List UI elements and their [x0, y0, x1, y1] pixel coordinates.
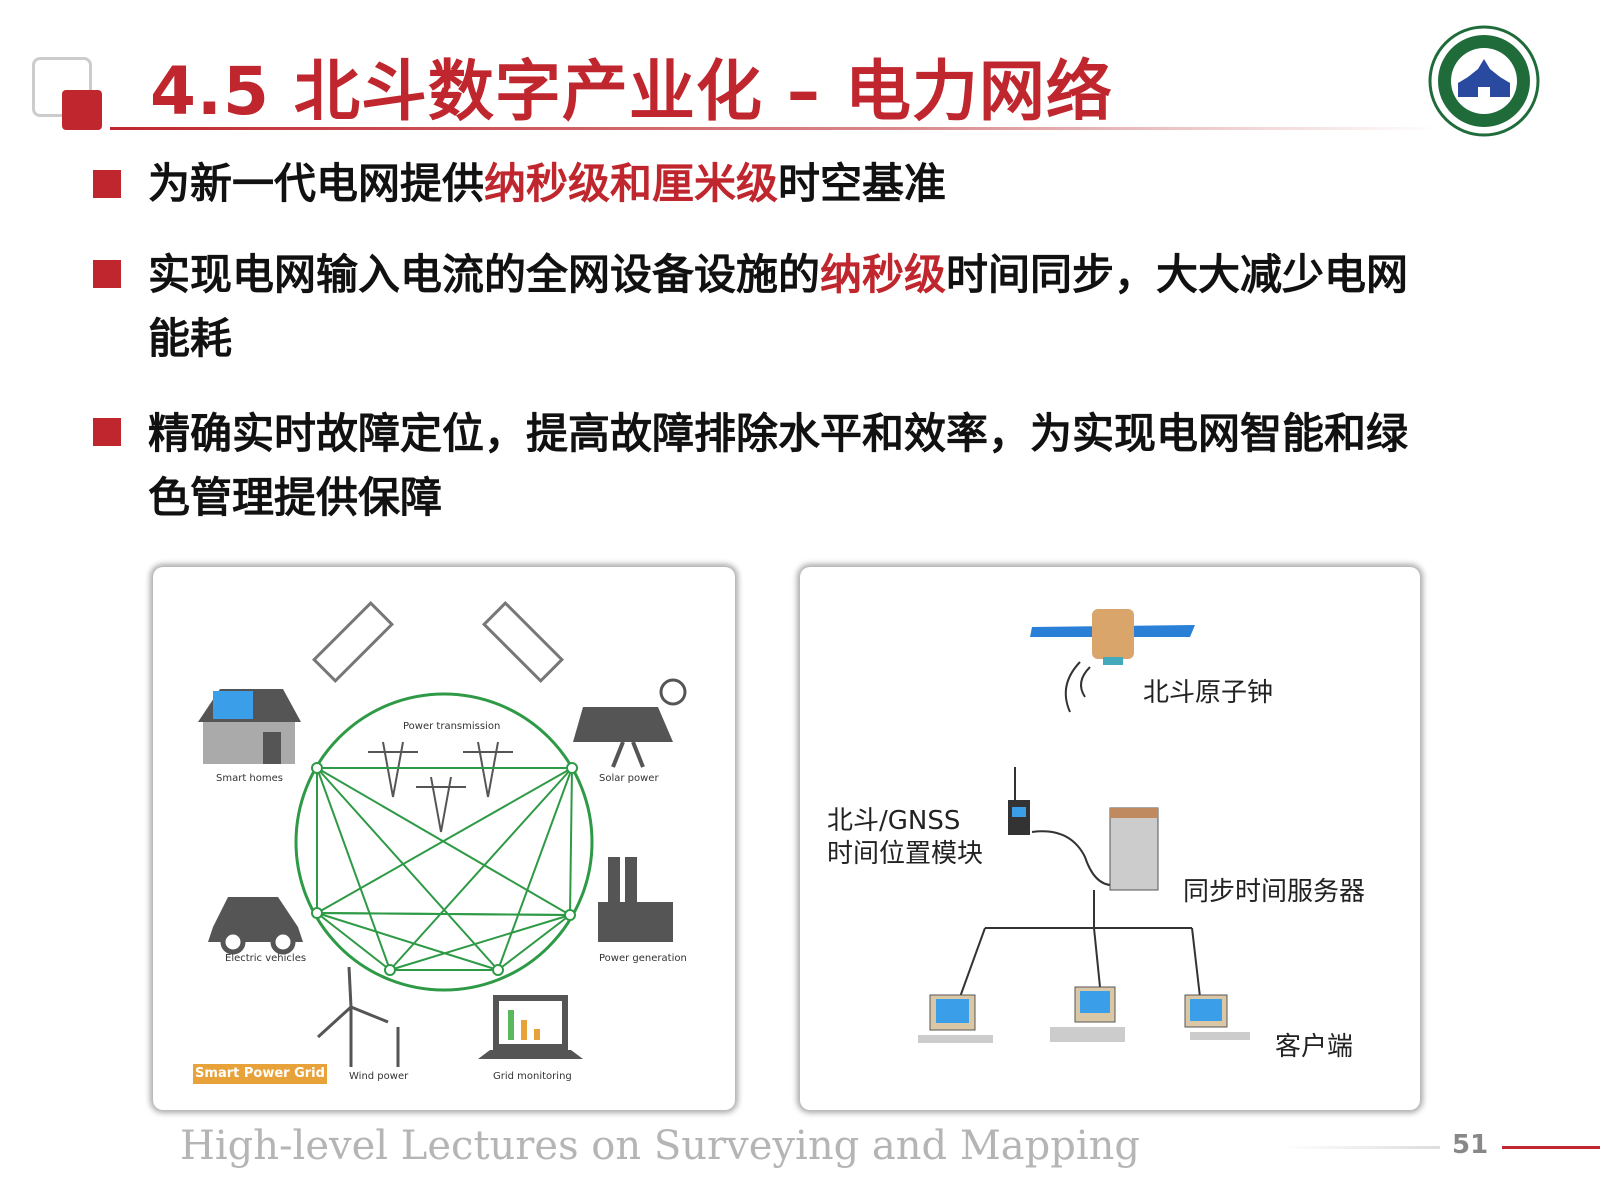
bullet-marker [93, 170, 121, 198]
bullet-3: 精确实时故障定位，提高故障排除水平和效率，为实现电网智能和绿色管理提供保障 [148, 409, 1409, 522]
client-computer-icon [1184, 994, 1250, 1040]
bullet-1: 为新一代电网提供纳秒级和厘米级时空基准 [148, 159, 947, 208]
smart-grid-panel: Power transmission Smart homes Solar pow… [153, 567, 735, 1110]
wind-turbine-icon [316, 966, 400, 1067]
smart-grid-diagram [198, 600, 687, 1067]
client-computer-icon [918, 994, 993, 1043]
university-logo [1428, 25, 1540, 137]
watermark: High-level Lectures on Surveying and Map… [180, 1123, 1140, 1169]
bullet-marker [93, 260, 121, 288]
network-lines [959, 890, 1201, 998]
label-solar-power: Solar power [599, 773, 659, 784]
label-server: 同步时间服务器 [1183, 877, 1366, 907]
label-atomic-clock: 北斗原子钟 [1143, 678, 1274, 708]
footer-line [1280, 1146, 1440, 1149]
label-gnss-module-2: 时间位置模块 [827, 839, 984, 869]
label-grid-monitoring: Grid monitoring [493, 1071, 572, 1082]
label-clients: 客户端 [1275, 1032, 1354, 1062]
server-icon [1109, 807, 1159, 891]
bullet-marker [93, 418, 121, 446]
transmission-tower-icon [368, 741, 513, 833]
label-power-transmission: Power transmission [403, 721, 501, 732]
decor-square-red [62, 90, 102, 130]
satellite-icon [311, 600, 565, 684]
label-power-generation: Power generation [599, 953, 687, 964]
client-computer-icon [1050, 986, 1125, 1042]
time-sync-diagram [918, 609, 1250, 1043]
solar-panel-icon [573, 678, 687, 768]
footer-accent-line [1502, 1146, 1600, 1149]
bullet-2: 实现电网输入电流的全网设备设施的纳秒级时间同步，大大减少电网能耗 [148, 250, 1409, 363]
atomic-clock-satellite-icon [1030, 609, 1195, 713]
car-icon [208, 897, 303, 955]
time-sync-panel: 北斗原子钟 北斗/GNSS 时间位置模块 同步时间服务器 客户端 [800, 567, 1420, 1110]
house-icon [198, 689, 301, 764]
label-gnss-module-1: 北斗/GNSS [827, 806, 961, 836]
smart-power-grid-badge: Smart Power Grid [193, 1064, 327, 1084]
label-electric-vehicles: Electric vehicles [225, 953, 307, 964]
gnss-module-icon [1008, 767, 1030, 835]
factory-icon [598, 857, 673, 942]
page-title: 4.5 北斗数字产业化 – 电力网络 [150, 53, 1113, 130]
title-underline [110, 127, 1440, 130]
page-number: 51 [1452, 1130, 1489, 1160]
label-wind-power: Wind power [349, 1071, 409, 1082]
laptop-icon [478, 995, 583, 1059]
label-smart-homes: Smart homes [216, 773, 283, 784]
grid-network [294, 692, 594, 992]
